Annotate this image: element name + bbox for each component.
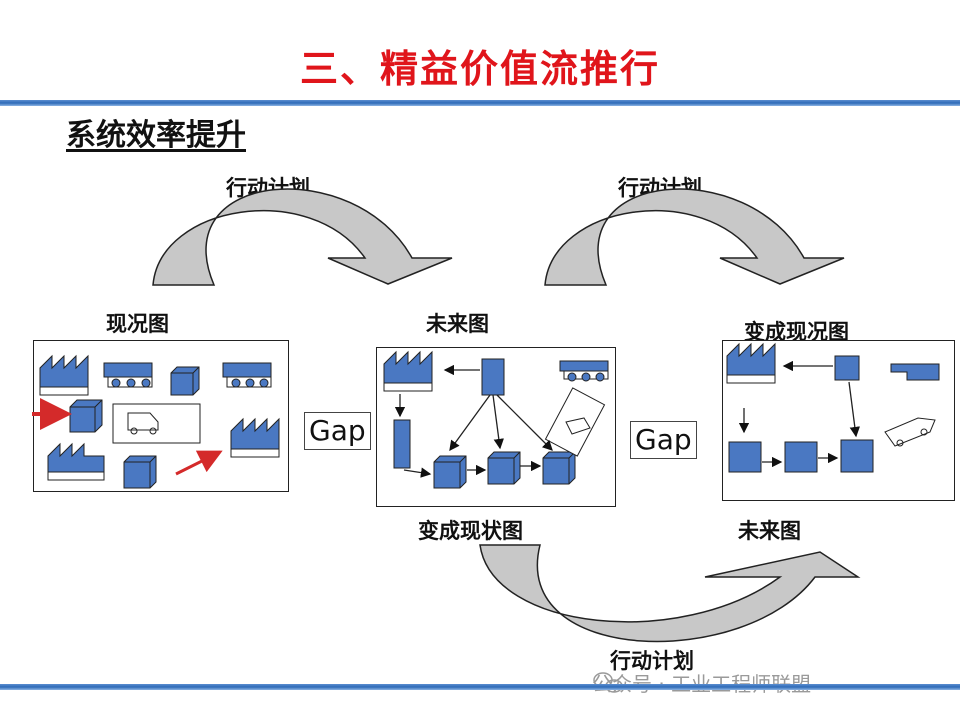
future-map-icons (383, 350, 609, 489)
header-divider (0, 100, 960, 106)
gap-box-right: Gap (630, 421, 697, 459)
section-subtitle: 系统效率提升 (66, 118, 246, 153)
page-title: 三、精益价值流推行 (299, 47, 660, 91)
new-current-flow-arrows (738, 360, 860, 468)
footer-divider (0, 684, 960, 690)
becomes-current-label: 变成现状图 (418, 519, 523, 543)
new-current-map-icons (726, 342, 940, 473)
truck-box-rotated (544, 387, 606, 457)
truck-icon-future (565, 417, 591, 435)
future-map-label: 未来图 (426, 312, 489, 336)
truck-icon-new (884, 417, 936, 447)
action-plan-label-bottom: 行动计划 (610, 649, 694, 673)
red-arrow-right (175, 450, 223, 476)
current-map-icons (39, 354, 280, 489)
truck-box (112, 403, 201, 444)
future-map-label-2: 未来图 (738, 519, 801, 543)
current-map-label: 现况图 (106, 312, 169, 336)
watermark-text: 公众号 · 工业工程师联盟 (592, 668, 811, 697)
truck-icon (127, 412, 159, 435)
gap-box-left: Gap (304, 412, 371, 450)
future-map-flow-arrows (394, 364, 553, 478)
curved-arrow-top-right (544, 188, 845, 286)
curved-arrow-top-left (152, 188, 453, 286)
curved-arrow-bottom (479, 544, 861, 643)
